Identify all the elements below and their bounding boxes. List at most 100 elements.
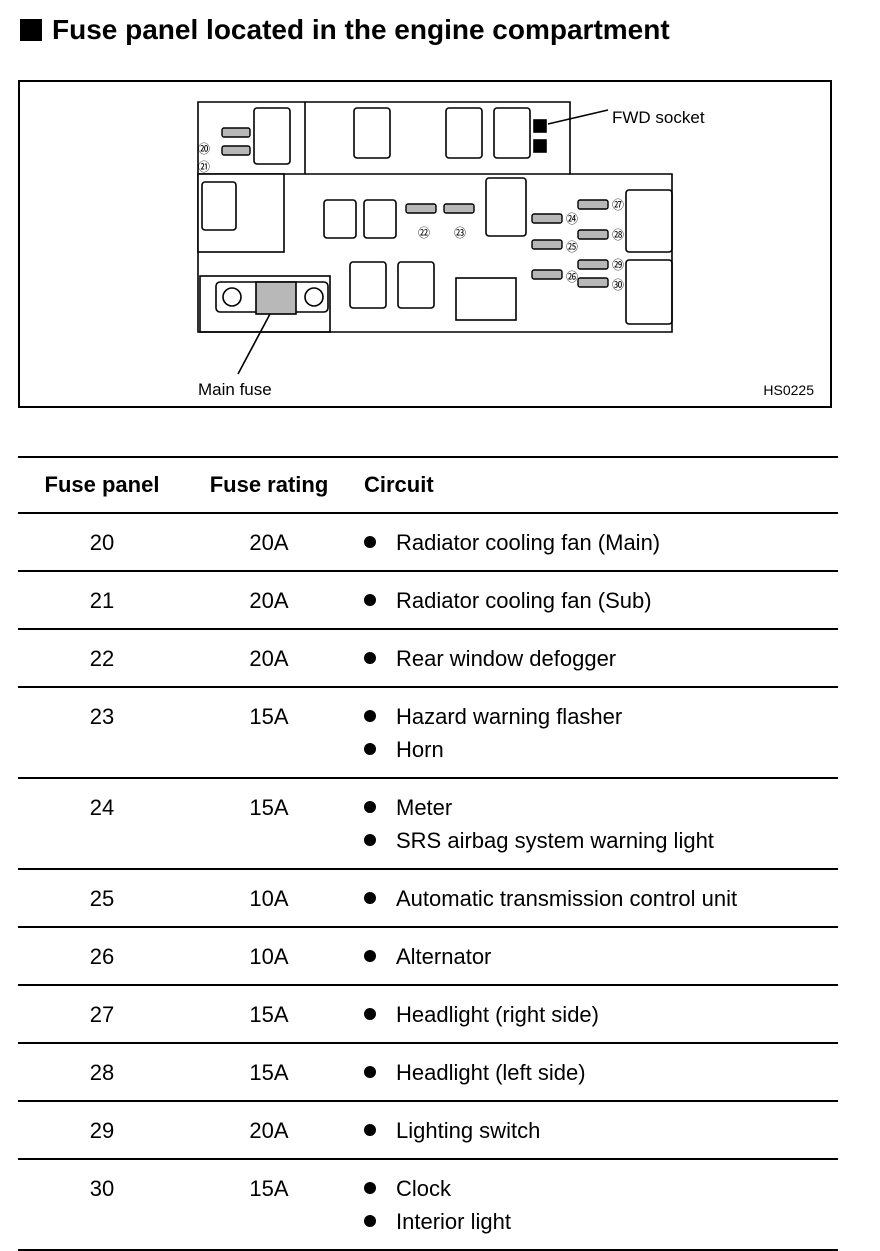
main-fuse-label: Main fuse: [198, 380, 272, 399]
bullet-icon: [364, 892, 376, 905]
circuit-cell: Lighting switch: [352, 1101, 838, 1160]
circuit-text: Headlight (right side): [396, 1002, 599, 1027]
circuit-text: Meter: [396, 795, 453, 820]
fuse-rating-cell: 15A: [186, 778, 352, 870]
circuit-cell: Headlight (right side): [352, 985, 838, 1044]
bullet-icon: [364, 834, 376, 847]
fuse-rating-cell: 10A: [186, 927, 352, 986]
bullet-icon: [364, 1182, 376, 1195]
circuit-text: Automatic transmission control unit: [396, 886, 738, 911]
fuse-panel-cell: 29: [18, 1101, 186, 1160]
bullet-icon: [364, 710, 376, 723]
fuse-panel-cell: 30: [18, 1159, 186, 1251]
fuse-num-24: ㉔: [566, 212, 579, 226]
fuse-panel-cell: 24: [18, 778, 186, 870]
circuit-text: Hazard warning flasher: [396, 704, 623, 729]
circuit-cell: Automatic transmission control unit: [352, 869, 838, 928]
circuit-item: Alternator: [352, 940, 838, 973]
fuse-num-28: ㉘: [612, 228, 625, 242]
circuit-item: Radiator cooling fan (Main): [352, 526, 838, 559]
fuse-rating-cell: 10A: [186, 869, 352, 928]
bullet-icon: [364, 652, 376, 665]
header-fuse-rating: Fuse rating: [186, 456, 352, 514]
circuit-item: Headlight (left side): [352, 1056, 838, 1089]
circuit-text: Clock: [396, 1176, 452, 1201]
fuse-rating-cell: 20A: [186, 571, 352, 630]
fuse-panel-cell: 21: [18, 571, 186, 630]
circuit-item: Lighting switch: [352, 1114, 838, 1147]
bullet-icon: [364, 1066, 376, 1079]
fuse-rating-cell: 20A: [186, 629, 352, 688]
circuit-text: Horn: [396, 737, 444, 762]
circuit-item: Radiator cooling fan (Sub): [352, 584, 838, 617]
fuse-rating-cell: 20A: [186, 513, 352, 572]
fuse-panel-cell: 25: [18, 869, 186, 928]
circuit-cell: Rear window defogger: [352, 629, 838, 688]
fuse-panel-cell: 26: [18, 927, 186, 986]
fuse-num-26: ㉖: [566, 270, 579, 284]
bullet-icon: [364, 1008, 376, 1021]
circuit-cell: Radiator cooling fan (Main): [352, 513, 838, 572]
circuit-text: Interior light: [396, 1209, 511, 1234]
fuse-num-23: ㉓: [454, 226, 467, 240]
title-text: Fuse panel located in the engine compart…: [52, 14, 670, 45]
fuse-num-22: ㉒: [418, 226, 431, 240]
circuit-cell: Alternator: [352, 927, 838, 986]
circuit-text: SRS airbag system warning light: [396, 828, 714, 853]
bullet-icon: [364, 950, 376, 963]
circuit-item: Clock: [352, 1172, 838, 1205]
fuse-panel-drawing: [197, 101, 673, 375]
circuit-text: Alternator: [396, 944, 492, 969]
circuit-text: Headlight (left side): [396, 1060, 586, 1085]
title-square-icon: [20, 19, 42, 41]
fuse-num-20: ⑳: [198, 142, 211, 156]
fuse-panel-cell: 23: [18, 687, 186, 779]
circuit-cell: Headlight (left side): [352, 1043, 838, 1102]
fuse-num-30: ㉚: [612, 278, 625, 292]
bullet-icon: [364, 801, 376, 814]
circuit-text: Rear window defogger: [396, 646, 617, 671]
fuse-panel-cell: 28: [18, 1043, 186, 1102]
header-circuit: Circuit: [352, 456, 838, 514]
figure-code: HS0225: [763, 382, 814, 398]
fuse-rating-cell: 15A: [186, 1043, 352, 1102]
circuit-item: SRS airbag system warning light: [352, 824, 838, 857]
circuit-item: Automatic transmission control unit: [352, 882, 838, 915]
fuse-rating-cell: 15A: [186, 687, 352, 779]
circuit-cell: Radiator cooling fan (Sub): [352, 571, 838, 630]
fuse-panel-cell: 27: [18, 985, 186, 1044]
header-fuse-panel: Fuse panel: [18, 456, 186, 514]
fuse-num-25: ㉕: [566, 240, 579, 254]
circuit-item: Headlight (right side): [352, 998, 838, 1031]
fuse-rating-cell: 20A: [186, 1101, 352, 1160]
circuit-text: Radiator cooling fan (Sub): [396, 588, 652, 613]
bullet-icon: [364, 536, 376, 549]
fuse-rating-cell: 15A: [186, 1159, 352, 1251]
fwd-socket-label: FWD socket: [612, 108, 705, 127]
fuse-panel-cell: 22: [18, 629, 186, 688]
circuit-item: Rear window defogger: [352, 642, 838, 675]
table-header-row: Fuse panel Fuse rating Circuit: [18, 456, 838, 514]
circuit-item: Horn: [352, 733, 838, 766]
fuse-panel-diagram: ⑳ ㉑ ㉒ ㉓ ㉔ ㉕ ㉖ ㉗ ㉘ ㉙ ㉚ FWD socket Main fu…: [18, 80, 832, 408]
page-title: Fuse panel located in the engine compart…: [20, 14, 670, 46]
circuit-item: Meter: [352, 791, 838, 824]
fuse-rating-cell: 15A: [186, 985, 352, 1044]
bullet-icon: [364, 1215, 376, 1228]
circuit-item: Hazard warning flasher: [352, 700, 838, 733]
fuse-num-21: ㉑: [198, 160, 211, 174]
